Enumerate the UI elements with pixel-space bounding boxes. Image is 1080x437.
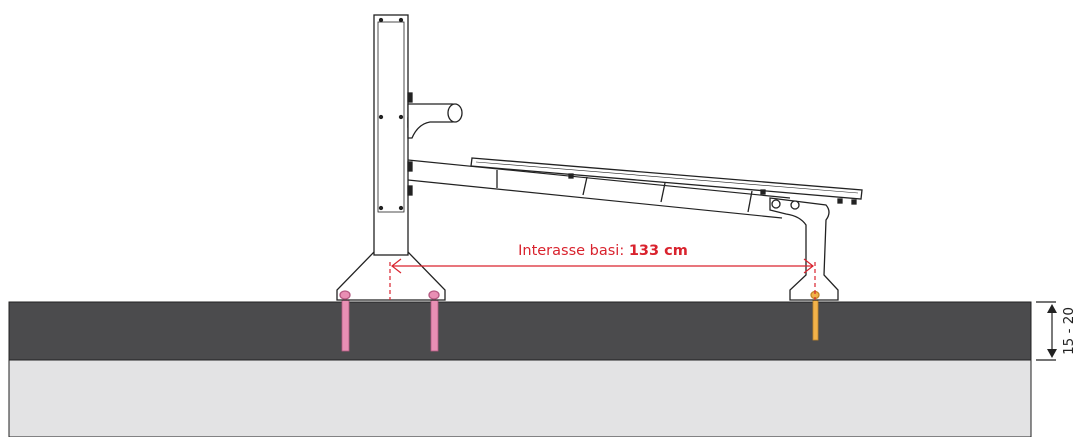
inclined-board <box>470 157 863 213</box>
anchor-bolt-left-2 <box>430 299 439 352</box>
column-base-plate <box>336 251 446 301</box>
spacing-label: Interasse basi: 133 cm <box>518 243 688 259</box>
left-column <box>336 14 463 301</box>
right-support <box>769 197 839 301</box>
spacing-label-prefix: Interasse basi: <box>518 243 629 259</box>
anchor-bolt-right <box>812 299 819 341</box>
concrete-slab <box>8 301 1032 361</box>
depth-label: 15 - 20 <box>1061 307 1077 355</box>
ground-base <box>8 359 1032 437</box>
spacing-label-value: 133 cm <box>629 243 688 259</box>
anchor-bolt-left-1 <box>341 299 350 352</box>
depth-dimension <box>1036 301 1057 361</box>
spacing-dimension <box>389 258 816 300</box>
